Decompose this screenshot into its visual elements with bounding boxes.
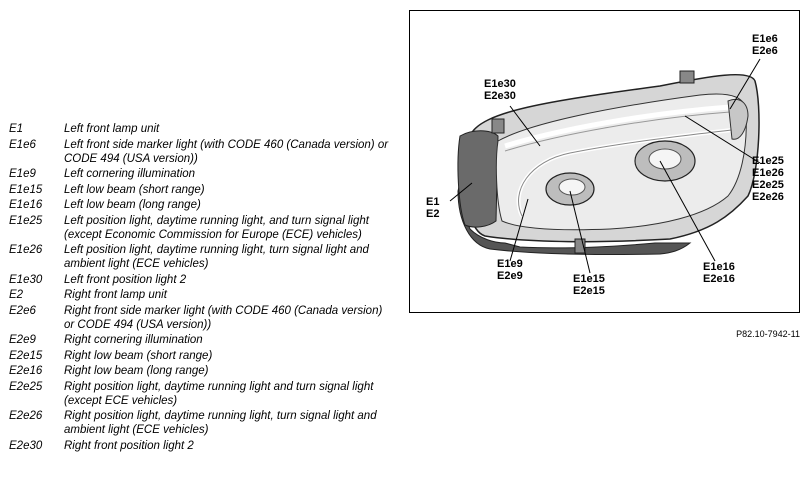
legend-description: Right front position light 2 xyxy=(64,439,194,452)
headlamp-illustration xyxy=(449,58,761,274)
legend-row: E1 Left front lamp unit xyxy=(9,122,389,136)
legend-code: E2e16 xyxy=(9,365,43,377)
legend-description: Left low beam (long range) xyxy=(64,199,201,211)
legend-row: E1e30 Left front position light 2 xyxy=(9,273,389,287)
legend-row: E2 Right front lamp unit xyxy=(9,288,389,302)
legend-row: E1e26 Left position light, daytime runnin… xyxy=(9,243,389,271)
legend-code: E1e25 xyxy=(9,214,43,227)
callout-e9: E1e9 E2e9 xyxy=(497,258,523,282)
legend-code: E2e6 xyxy=(9,304,36,317)
callout-e6: E1e6 E2e6 xyxy=(752,33,778,57)
legend-code: E1e16 xyxy=(9,199,43,211)
callout-e16: E1e16 E2e16 xyxy=(703,261,735,285)
legend-description: Right low beam (short range) xyxy=(64,349,213,362)
legend-code: E2e30 xyxy=(9,439,43,452)
legend-description: Right position light, daytime running li… xyxy=(64,410,377,436)
callout-e15: E1e15 E2e15 xyxy=(573,273,605,297)
headlamp-figure: E1e6 E2e6 E1e30 E2e30 E1e25 E1e26 E2e25 … xyxy=(409,10,800,313)
legend-row: E1e16 Left low beam (long range) xyxy=(9,198,389,212)
legend-code: E2e15 xyxy=(9,349,43,362)
legend-description: Left front position light 2 xyxy=(64,273,187,286)
legend-row: E1e25 Left position light, daytime runnin… xyxy=(9,214,389,242)
legend-description: Left front side marker light (with CODE … xyxy=(64,138,389,165)
callout-e1: E1 E2 xyxy=(426,196,440,220)
legend-row: E2e6 Right front side marker light (with … xyxy=(9,304,389,332)
legend-row: E2e30 Right front position light 2 xyxy=(9,439,389,453)
legend-description: Left cornering illumination xyxy=(64,168,196,180)
legend-description: Left position light, daytime running lig… xyxy=(64,244,369,270)
legend-code: E1e30 xyxy=(9,273,43,286)
legend-code: E1e6 xyxy=(9,138,36,151)
legend-description: Right front lamp unit xyxy=(64,289,167,301)
legend-row: E2e25 Right position light, daytime runni… xyxy=(9,380,389,408)
legend-row: E2e15 Right low beam (short range) xyxy=(9,349,389,363)
callout-e30: E1e30 E2e30 xyxy=(484,78,516,102)
legend-code: E1e15 xyxy=(9,183,43,196)
legend-description: Left position light, daytime running lig… xyxy=(64,214,369,241)
legend-row: E2e16 Right low beam (long range) xyxy=(9,364,389,378)
legend-row: E1e9 Left cornering illumination xyxy=(9,167,389,181)
legend-code: E1e9 xyxy=(9,168,36,180)
callout-e25: E1e25 E1e26 E2e25 E2e26 xyxy=(752,155,784,203)
legend-description: Right front side marker light (with CODE… xyxy=(64,304,383,331)
legend-row: E1e6 Left front side marker light (with C… xyxy=(9,138,389,166)
legend-code: E2 xyxy=(9,289,24,301)
legend-row: E1e15 Left low beam (short range) xyxy=(9,183,389,197)
legend-code: E1e26 xyxy=(9,244,43,256)
legend-description: Left low beam (short range) xyxy=(64,183,205,196)
figure-reference: P82.10-7942-11 xyxy=(736,329,800,339)
legend-description: Right cornering illumination xyxy=(64,334,203,346)
legend-code: E2e25 xyxy=(9,380,43,393)
legend-code: E2e9 xyxy=(9,334,36,346)
legend-code: E2e26 xyxy=(9,410,43,422)
legend-description: Left front lamp unit xyxy=(64,123,160,135)
legend-row: E2e26 Right position light, daytime runni… xyxy=(9,409,389,437)
legend-description: Right low beam (long range) xyxy=(64,365,209,377)
legend-row: E2e9 Right cornering illumination xyxy=(9,333,389,347)
legend-code: E1 xyxy=(9,123,24,135)
legend-description: Right position light, daytime running li… xyxy=(64,380,374,407)
